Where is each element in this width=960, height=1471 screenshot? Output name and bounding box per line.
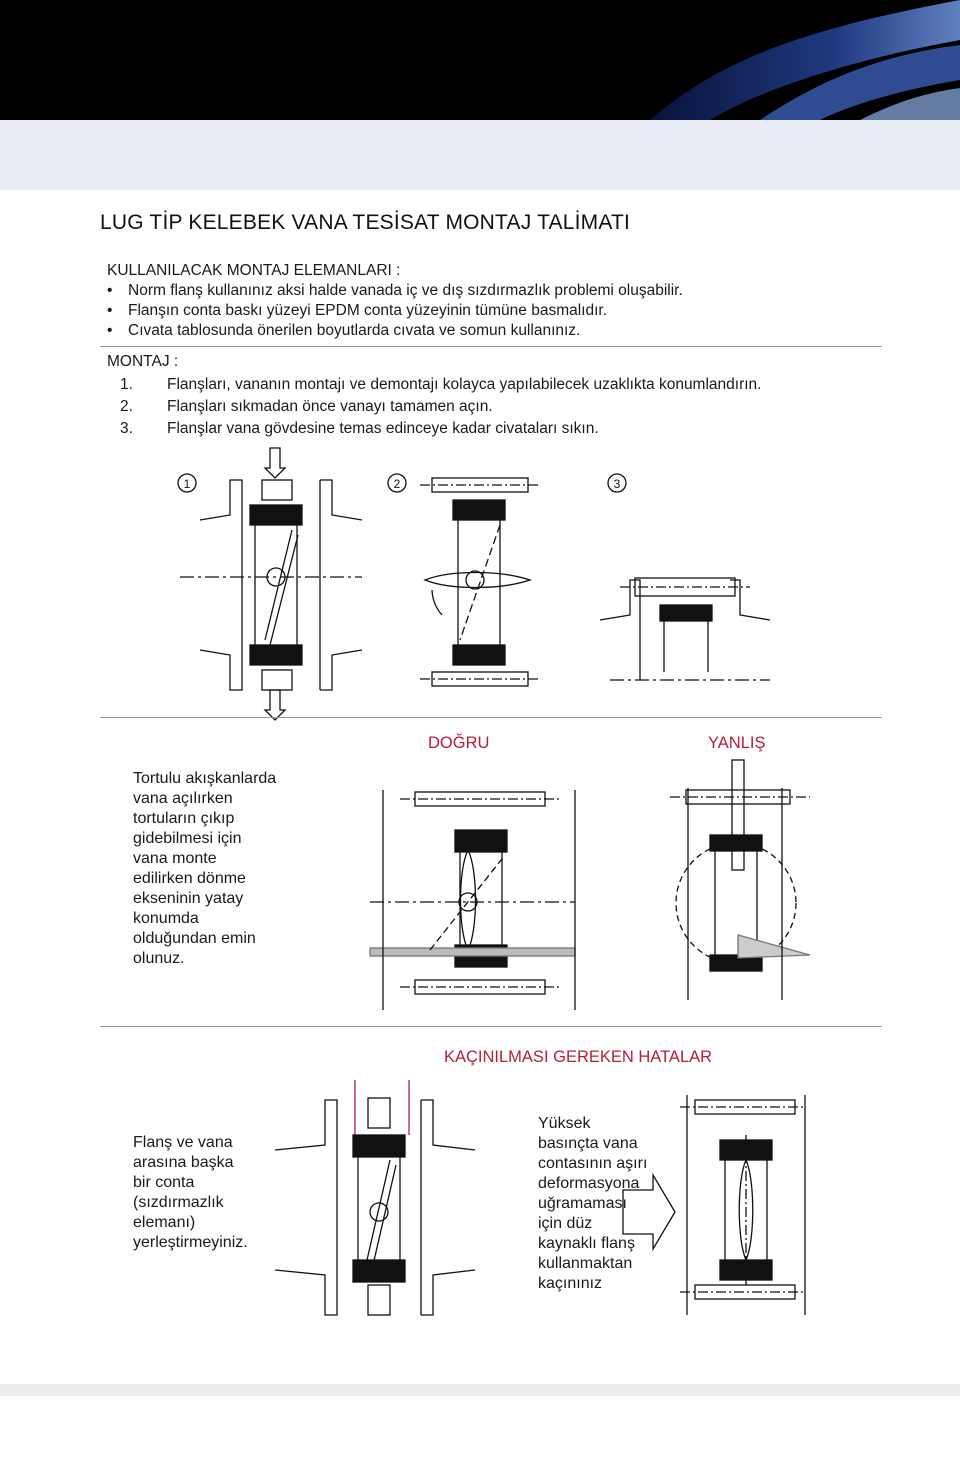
wrong-diagram xyxy=(670,759,811,1000)
note-line: (sızdırmazlık xyxy=(133,1194,224,1211)
step-2-diagram: 2 xyxy=(387,473,540,687)
step-number: 3. xyxy=(120,420,133,437)
footer-area xyxy=(0,1396,960,1471)
note-line: Tortulu akışkanlarda xyxy=(133,770,277,787)
label-correct: DOĞRU xyxy=(428,734,490,752)
bullet-text: Norm flanş kullanınız aksi halde vanada … xyxy=(128,282,683,299)
note-line: edilirken dönme xyxy=(133,870,246,887)
step-number: 2. xyxy=(120,398,133,415)
step-number: 1. xyxy=(120,376,133,393)
note-line: vana açılırken xyxy=(133,790,233,807)
note-line: olunuz. xyxy=(133,950,185,967)
step-text: Flanşlar vana gövdesine temas edinceye k… xyxy=(167,420,599,437)
horizontal-axis-note: Tortulu akışkanlarda vana açılırken tort… xyxy=(133,769,276,969)
elements-heading: KULLANILACAK MONTAJ ELEMANLARI : xyxy=(107,262,401,279)
note-line: kullanmaktan xyxy=(538,1255,633,1272)
note-line: vana monte xyxy=(133,850,217,867)
note-line: deformasyona xyxy=(538,1175,640,1192)
header-swirl-graphic xyxy=(650,0,960,120)
extra-gasket-diagram xyxy=(274,1080,476,1316)
divider xyxy=(100,717,882,718)
note-line: olduğundan emin xyxy=(133,930,256,947)
note-line: Yüksek xyxy=(538,1115,591,1132)
step-2-marker: 2 xyxy=(394,477,401,491)
bullet-text: Flanşın conta baskı yüzeyi EPDM conta yü… xyxy=(128,302,608,319)
montaj-heading: MONTAJ : xyxy=(107,353,179,370)
note-line: arasına başka xyxy=(133,1154,234,1171)
errors-diagram xyxy=(274,1080,806,1316)
header-band xyxy=(0,120,960,190)
step-text: Flanşları, vananın montajı ve demontajı … xyxy=(167,376,762,393)
label-wrong: YANLIŞ xyxy=(708,734,766,752)
errors-heading: KAÇINILMASI GEREKEN HATALAR xyxy=(444,1048,713,1066)
pressure-note: Yüksek basınçta vana contasının aşırı de… xyxy=(538,1114,647,1294)
gasket-note: Flanş ve vana arasına başka bir conta (s… xyxy=(133,1133,248,1253)
high-pressure-diagram xyxy=(622,1095,806,1315)
note-line: yerleştirmeyiniz. xyxy=(133,1234,248,1251)
header-banner xyxy=(0,0,960,120)
bullet-text: Cıvata tablosunda önerilen boyutlarda cı… xyxy=(128,322,581,339)
footer-band xyxy=(0,1384,960,1396)
step-1-diagram: 1 xyxy=(177,447,363,721)
page-title: LUG TİP KELEBEK VANA TESİSAT MONTAJ TALİ… xyxy=(100,211,631,234)
correct-wrong-diagram xyxy=(369,759,811,1010)
note-line: Flanş ve vana xyxy=(133,1134,233,1151)
note-line: uğramaması xyxy=(538,1195,627,1212)
note-line: basınçta vana xyxy=(538,1135,638,1152)
step-1-marker: 1 xyxy=(184,477,191,491)
note-line: gidebilmesi için xyxy=(133,830,242,847)
step-text: Flanşları sıkmadan önce vanayı tamamen a… xyxy=(167,398,493,415)
divider xyxy=(100,1026,882,1027)
note-line: contasının aşırı xyxy=(538,1155,648,1172)
note-line: elemanı) xyxy=(133,1214,196,1231)
note-line: kaynaklı flanş xyxy=(538,1235,635,1252)
step-3-marker: 3 xyxy=(614,477,621,491)
divider xyxy=(100,346,882,347)
step-3-diagram: 3 xyxy=(599,473,771,681)
note-line: kaçınınız xyxy=(538,1275,603,1292)
note-line: için düz xyxy=(538,1215,593,1232)
note-line: bir conta xyxy=(133,1174,195,1191)
note-line: ekseninin yatay xyxy=(133,890,244,907)
installation-steps-diagram: 1 2 3 xyxy=(177,447,771,721)
correct-diagram xyxy=(369,790,576,1010)
note-line: konumda xyxy=(133,910,199,927)
note-line: tortuların çıkıp xyxy=(133,810,235,827)
